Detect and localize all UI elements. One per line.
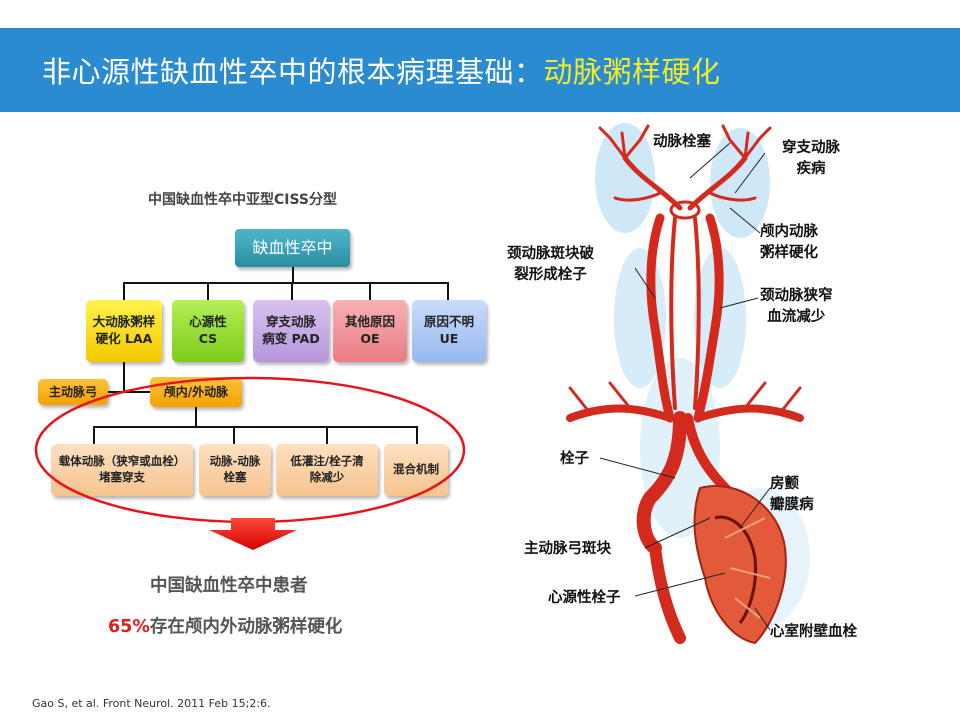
subtype-label: 穿支动脉 [265,314,316,330]
mechanism-label: 混合机制 [393,462,439,477]
label-cardiogenic-embolus: 心源性栓子 [548,590,621,606]
label-aortic-arch-plaque: 主动脉弓斑块 [524,541,611,557]
mechanism-label: 堵塞穿支 [99,470,145,484]
label-arterial-embolism: 动脉栓塞 [653,134,711,150]
stat-line-2: 65%存在颅内外动脉粥样硬化 [108,613,342,638]
connector [93,426,418,428]
top-margin [0,0,960,28]
slide-title-highlight: 动脉粥样硬化 [543,55,721,89]
label-line: 疾病 [796,161,826,178]
label-mural-thrombus: 心室附壁血栓 [770,624,857,640]
connector [93,426,95,444]
label-line: 颈动脉狭窄 [760,288,833,304]
vascular-anatomy-illustration [566,123,810,645]
subtype-label: 硬化 LAA [95,331,153,346]
connector [292,267,294,283]
label-line: 粥样硬化 [760,245,818,262]
connector [123,362,125,392]
branch-intra-extracranial: 颅内/外动脉 [150,377,242,407]
connector [105,391,153,393]
subtype-label: 其他原因 [344,314,395,330]
label-carotid-stenosis: 颈动脉狭窄 血流减少 [760,286,833,328]
label-line: 房颤 [770,476,799,492]
connector [416,426,418,444]
connector [233,426,235,444]
connector [123,282,125,300]
label-line: 裂形成栓子 [514,267,587,284]
connector [326,426,328,444]
connector [291,282,293,300]
stat-text: 存在颅内外动脉粥样硬化 [149,617,343,637]
diagram-title: 中国缺血性卒中亚型CISS分型 [148,192,338,208]
subtype-pad: 穿支动脉病变 PAD [253,300,329,362]
stat-percent: 65% [108,617,150,637]
subtype-label: 原因不明 [423,314,474,330]
mechanism-label: 除减少 [309,470,345,484]
subtype-label: 心源性 [189,314,227,330]
mechanism-label: 栓塞 [223,470,247,484]
highlight-ellipse [34,376,466,524]
label-embolus: 栓子 [560,451,589,467]
subtype-label: 大动脉粥样 [92,314,156,330]
branch-aortic-arch: 主动脉弓 [38,379,108,405]
connector [195,407,197,427]
subtype-label: OE [360,331,380,346]
connector [207,282,209,300]
down-arrow-icon [209,518,297,550]
label-intracranial-atherosclerosis: 颅内动脉 粥样硬化 [760,222,818,264]
mechanism-parent-artery: 载体动脉（狭窄或血栓）堵塞穿支 [51,444,193,496]
mechanism-artery-embolism: 动脉-动脉栓塞 [199,444,271,496]
stat-line-1: 中国缺血性卒中患者 [150,576,308,596]
mechanism-hypoperfusion: 低灌注/栓子清除减少 [276,444,378,496]
mechanism-label: 动脉-动脉 [209,454,261,469]
label-af-valve-disease: 房颤 瓣膜病 [770,474,814,516]
label-carotid-plaque-rupture: 颈动脉斑块破 裂形成栓子 [507,244,594,286]
slide-title: 非心源性缺血性卒中的根本病理基础：动脉粥样硬化 [42,49,721,91]
mechanism-mixed: 混合机制 [384,444,448,496]
subtype-label: 病变 PAD [262,331,320,346]
connector [123,282,448,284]
label-line: 颅内动脉 [760,224,818,240]
connector [369,282,371,300]
label-line: 颈动脉斑块破 [507,246,594,262]
subtype-label: UE [439,331,459,346]
label-line: 血流减少 [767,309,826,326]
label-line: 瓣膜病 [770,497,814,514]
title-banner: 非心源性缺血性卒中的根本病理基础：动脉粥样硬化 [0,28,960,112]
label-line: 穿支动脉 [782,140,840,156]
subtype-laa: 大动脉粥样硬化 LAA [86,300,162,362]
label-perforator-disease: 穿支动脉 疾病 [782,138,840,180]
mechanism-label: 载体动脉（狭窄或血栓） [58,454,186,469]
slide-title-main: 非心源性缺血性卒中的根本病理基础： [42,55,544,89]
mechanism-label: 低灌注/栓子清 [290,454,364,469]
citation: Gao S, et al. Front Neurol. 2011 Feb 15;… [32,697,271,710]
root-node: 缺血性卒中 [235,229,350,267]
connector [447,282,449,300]
subtype-label: CS [198,331,218,346]
